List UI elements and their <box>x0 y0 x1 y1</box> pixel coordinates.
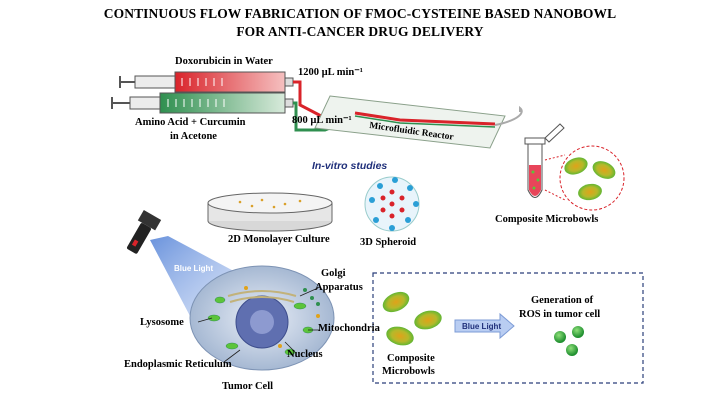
label-rate-bottom: 800 µL min⁻¹ <box>292 115 352 126</box>
label-lysosome: Lysosome <box>140 317 184 328</box>
microbowls-zoom <box>559 145 625 211</box>
title-line-2: FOR ANTI-CANCER DRUG DELIVERY <box>236 24 484 39</box>
label-acetone: in Acetone <box>170 131 217 142</box>
microfluidic-reactor <box>314 95 523 149</box>
title-line-1: CONTINUOUS FLOW FABRICATION OF FMOC-CYST… <box>103 6 617 21</box>
tumor-cell <box>189 265 335 371</box>
label-ros-composite-1: Composite <box>387 353 435 364</box>
label-golgi-1: Golgi <box>321 268 346 279</box>
spheroid <box>364 176 420 232</box>
label-rate-top: 1200 µL min⁻¹ <box>298 67 363 78</box>
label-ros-arrow: Blue Light <box>462 322 502 331</box>
label-doxorubicin: Doxorubicin in Water <box>175 56 273 67</box>
syringe-doxorubicin <box>119 71 294 93</box>
label-mitochondria: Mitochondria <box>318 323 380 334</box>
ros-panel <box>372 272 644 384</box>
syringe-amino-acid <box>111 92 294 114</box>
label-composite-microbowls: Composite Microbowls <box>495 214 599 225</box>
label-in-vitro: In-vitro studies <box>312 160 388 172</box>
label-ros-composite-2: Microbowls <box>382 366 435 377</box>
label-2d-culture: 2D Monolayer Culture <box>228 234 330 245</box>
label-blue-light-beam: Blue Light <box>174 264 214 273</box>
label-golgi-2: Apparatus <box>315 282 363 293</box>
label-amino-acid: Amino Acid + Curcumin <box>135 117 246 128</box>
petri-dish <box>207 192 333 232</box>
label-nucleus: Nucleus <box>287 349 323 360</box>
label-er: Endoplasmic Reticulum <box>124 359 232 370</box>
label-generation-1: Generation of <box>531 295 594 306</box>
label-generation-2: ROS in tumor cell <box>519 309 601 320</box>
label-tumor-cell: Tumor Cell <box>222 381 274 392</box>
collection-tube <box>524 123 566 201</box>
label-3d-spheroid: 3D Spheroid <box>360 237 417 248</box>
